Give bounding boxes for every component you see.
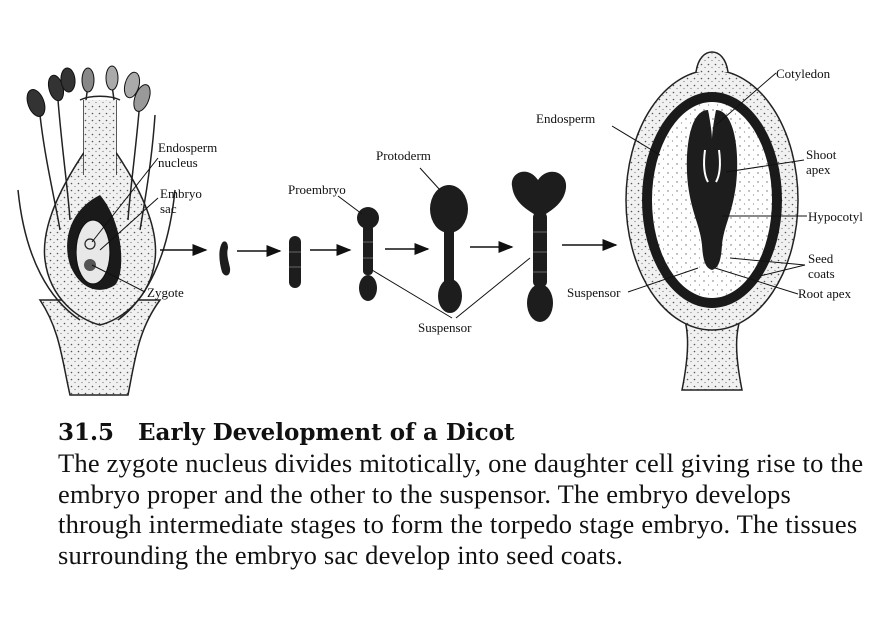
figure-title: Early Development of a Dicot <box>138 419 515 446</box>
label-endosperm: Endosperm <box>536 111 595 126</box>
figure-number: 31.5 <box>58 419 115 446</box>
label-proembryo: Proembryo <box>288 182 346 197</box>
figure-caption: 31.5 Early Development of a Dicot The zyg… <box>58 418 868 570</box>
label-embryo-sac: Embryo sac <box>160 186 205 216</box>
globular-embryo <box>430 185 468 313</box>
label-suspensor-center: Suspensor <box>418 320 472 335</box>
label-seed-coats: Seed coats <box>808 251 837 281</box>
label-hypocotyl: Hypocotyl <box>808 209 863 224</box>
embryo-development-diagram: Endosperm nucleus Embryo sac Zygote Proe… <box>17 51 863 396</box>
heart-embryo <box>511 171 567 322</box>
progression-arrows <box>160 239 618 257</box>
label-endosperm-nucleus: Endosperm nucleus <box>158 140 220 170</box>
label-cotyledon: Cotyledon <box>776 66 831 81</box>
caption-body: The zygote nucleus divides mitotically, … <box>58 448 864 570</box>
label-shoot-apex: Shoot apex <box>806 147 840 177</box>
embryo-stage-2 <box>289 236 301 288</box>
label-protoderm: Protoderm <box>376 148 431 163</box>
torpedo-seed-illustration <box>625 51 799 391</box>
label-zygote: Zygote <box>147 285 184 300</box>
flower-illustration <box>17 65 176 396</box>
caption-heading: 31.5 Early Development of a Dicot <box>58 418 868 448</box>
label-suspensor-right: Suspensor <box>567 285 621 300</box>
embryo-stage-1 <box>219 241 231 276</box>
proembryo <box>357 207 379 301</box>
label-root-apex: Root apex <box>798 286 852 301</box>
